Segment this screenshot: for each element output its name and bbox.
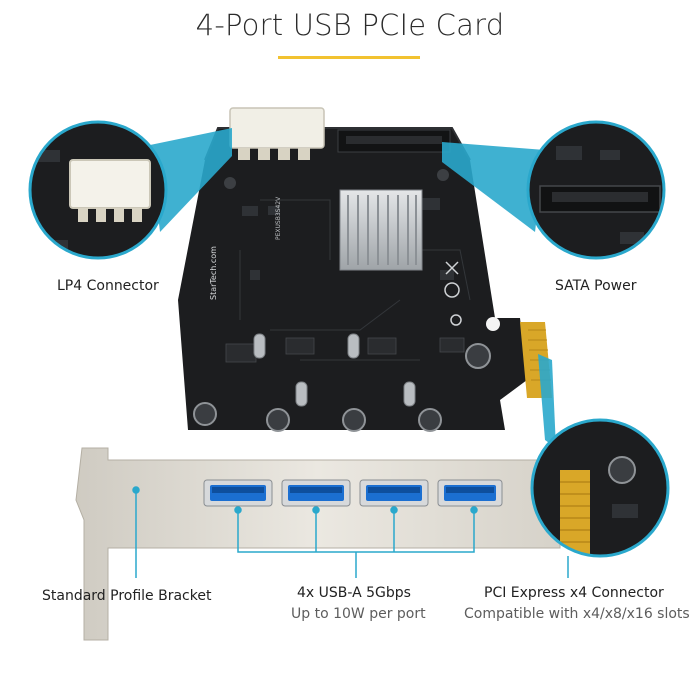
title-underline — [278, 56, 420, 59]
lp4-connector-label: LP4 Connector — [57, 278, 159, 294]
sata-zoom-circle — [526, 120, 666, 260]
pcie-connector-label: PCI Express x4 Connector — [484, 585, 664, 601]
usb-ports — [203, 479, 503, 507]
pcie-callout-pointer — [538, 354, 556, 448]
pcie-zoom-circle — [530, 418, 670, 558]
page-title: 4-Port USB PCIe Card — [195, 8, 505, 42]
lp4-zoom-circle — [28, 120, 168, 260]
usb-ports-label: 4x USB-A 5Gbps — [297, 585, 411, 601]
usb-ports-sublabel: Up to 10W per port — [291, 606, 426, 622]
pcie-connector-sublabel: Compatible with x4/x8/x16 slots — [464, 606, 690, 622]
lp4-connector-body — [229, 107, 325, 160]
sata-callout-pointer — [442, 142, 545, 232]
model-print: PEXUSB3S42V — [275, 196, 282, 240]
lp4-callout-pointer — [150, 128, 232, 232]
sata-power-label: SATA Power — [555, 278, 637, 294]
bracket-label: Standard Profile Bracket — [42, 588, 212, 604]
sata-connector-body — [337, 129, 451, 153]
heatsink — [339, 189, 423, 271]
brand-print: StarTech.com — [209, 246, 218, 300]
